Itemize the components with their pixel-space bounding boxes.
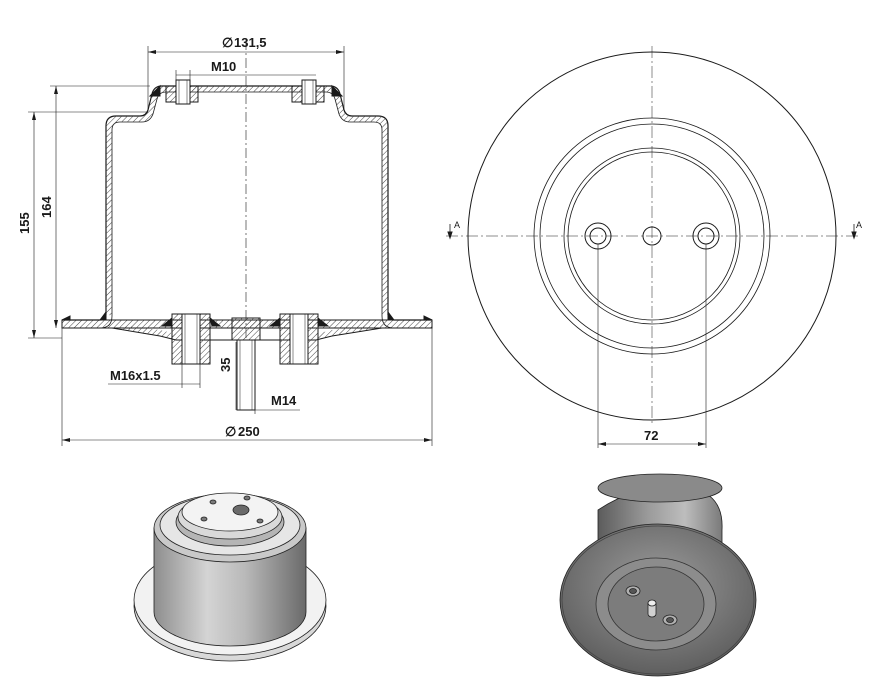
- central-stud-head: [231, 317, 261, 341]
- dim-bolt-spacing: 72: [644, 428, 658, 443]
- central-stud: [236, 339, 256, 411]
- dim-base-diameter-symbol: ∅: [225, 424, 236, 439]
- piston-cone-hatch: [112, 326, 176, 340]
- dim-bottom-thread: M16x1.5: [110, 368, 161, 383]
- section-label-right: A: [856, 220, 862, 230]
- dim-body-height: 164: [39, 196, 54, 218]
- dim-top-diameter-symbol: ∅: [222, 35, 233, 50]
- dim-base-diameter: 250: [238, 424, 260, 439]
- iso-view-bottom: [559, 473, 757, 677]
- dimension-lines: [28, 46, 433, 446]
- dim-top-diameter: 131,5: [234, 35, 267, 50]
- body-shell-inner: [62, 91, 432, 329]
- section-label-left: A: [454, 220, 460, 230]
- iso-stud: [647, 602, 657, 618]
- dim-overall-height: 155: [17, 212, 32, 234]
- iso-view-top: [133, 492, 327, 662]
- section-view: [28, 40, 433, 446]
- dim-stud-length: 35: [218, 358, 233, 372]
- dim-stud-thread: M14: [271, 393, 297, 408]
- iso-center-hole: [232, 504, 250, 516]
- bottom-view: [446, 46, 858, 448]
- dim-top-thread: M10: [211, 59, 236, 74]
